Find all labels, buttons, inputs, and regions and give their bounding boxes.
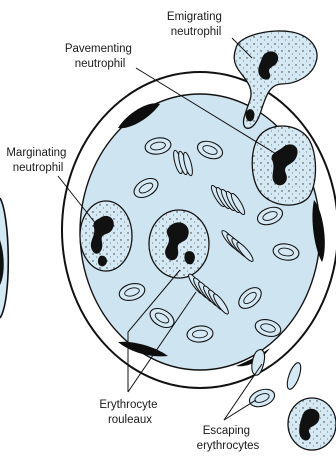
label-marginating: Marginating neutrophil (6, 147, 69, 174)
label-escaping: Escaping erythrocytes (197, 425, 260, 452)
label-pavementing: Pavementing neutrophil (65, 43, 135, 70)
label-rouleaux: Erythrocyte rouleaux (99, 399, 160, 426)
label-emigrating: Emigrating neutrophil (167, 11, 225, 38)
leader-escaping-b (224, 400, 256, 420)
adjacent-vessel (0, 198, 8, 318)
pavementing-neutrophil (252, 126, 315, 205)
marginating-neutrophil (80, 201, 132, 271)
central-neutrophil (149, 210, 209, 278)
extravascular-neutrophil (288, 398, 336, 450)
